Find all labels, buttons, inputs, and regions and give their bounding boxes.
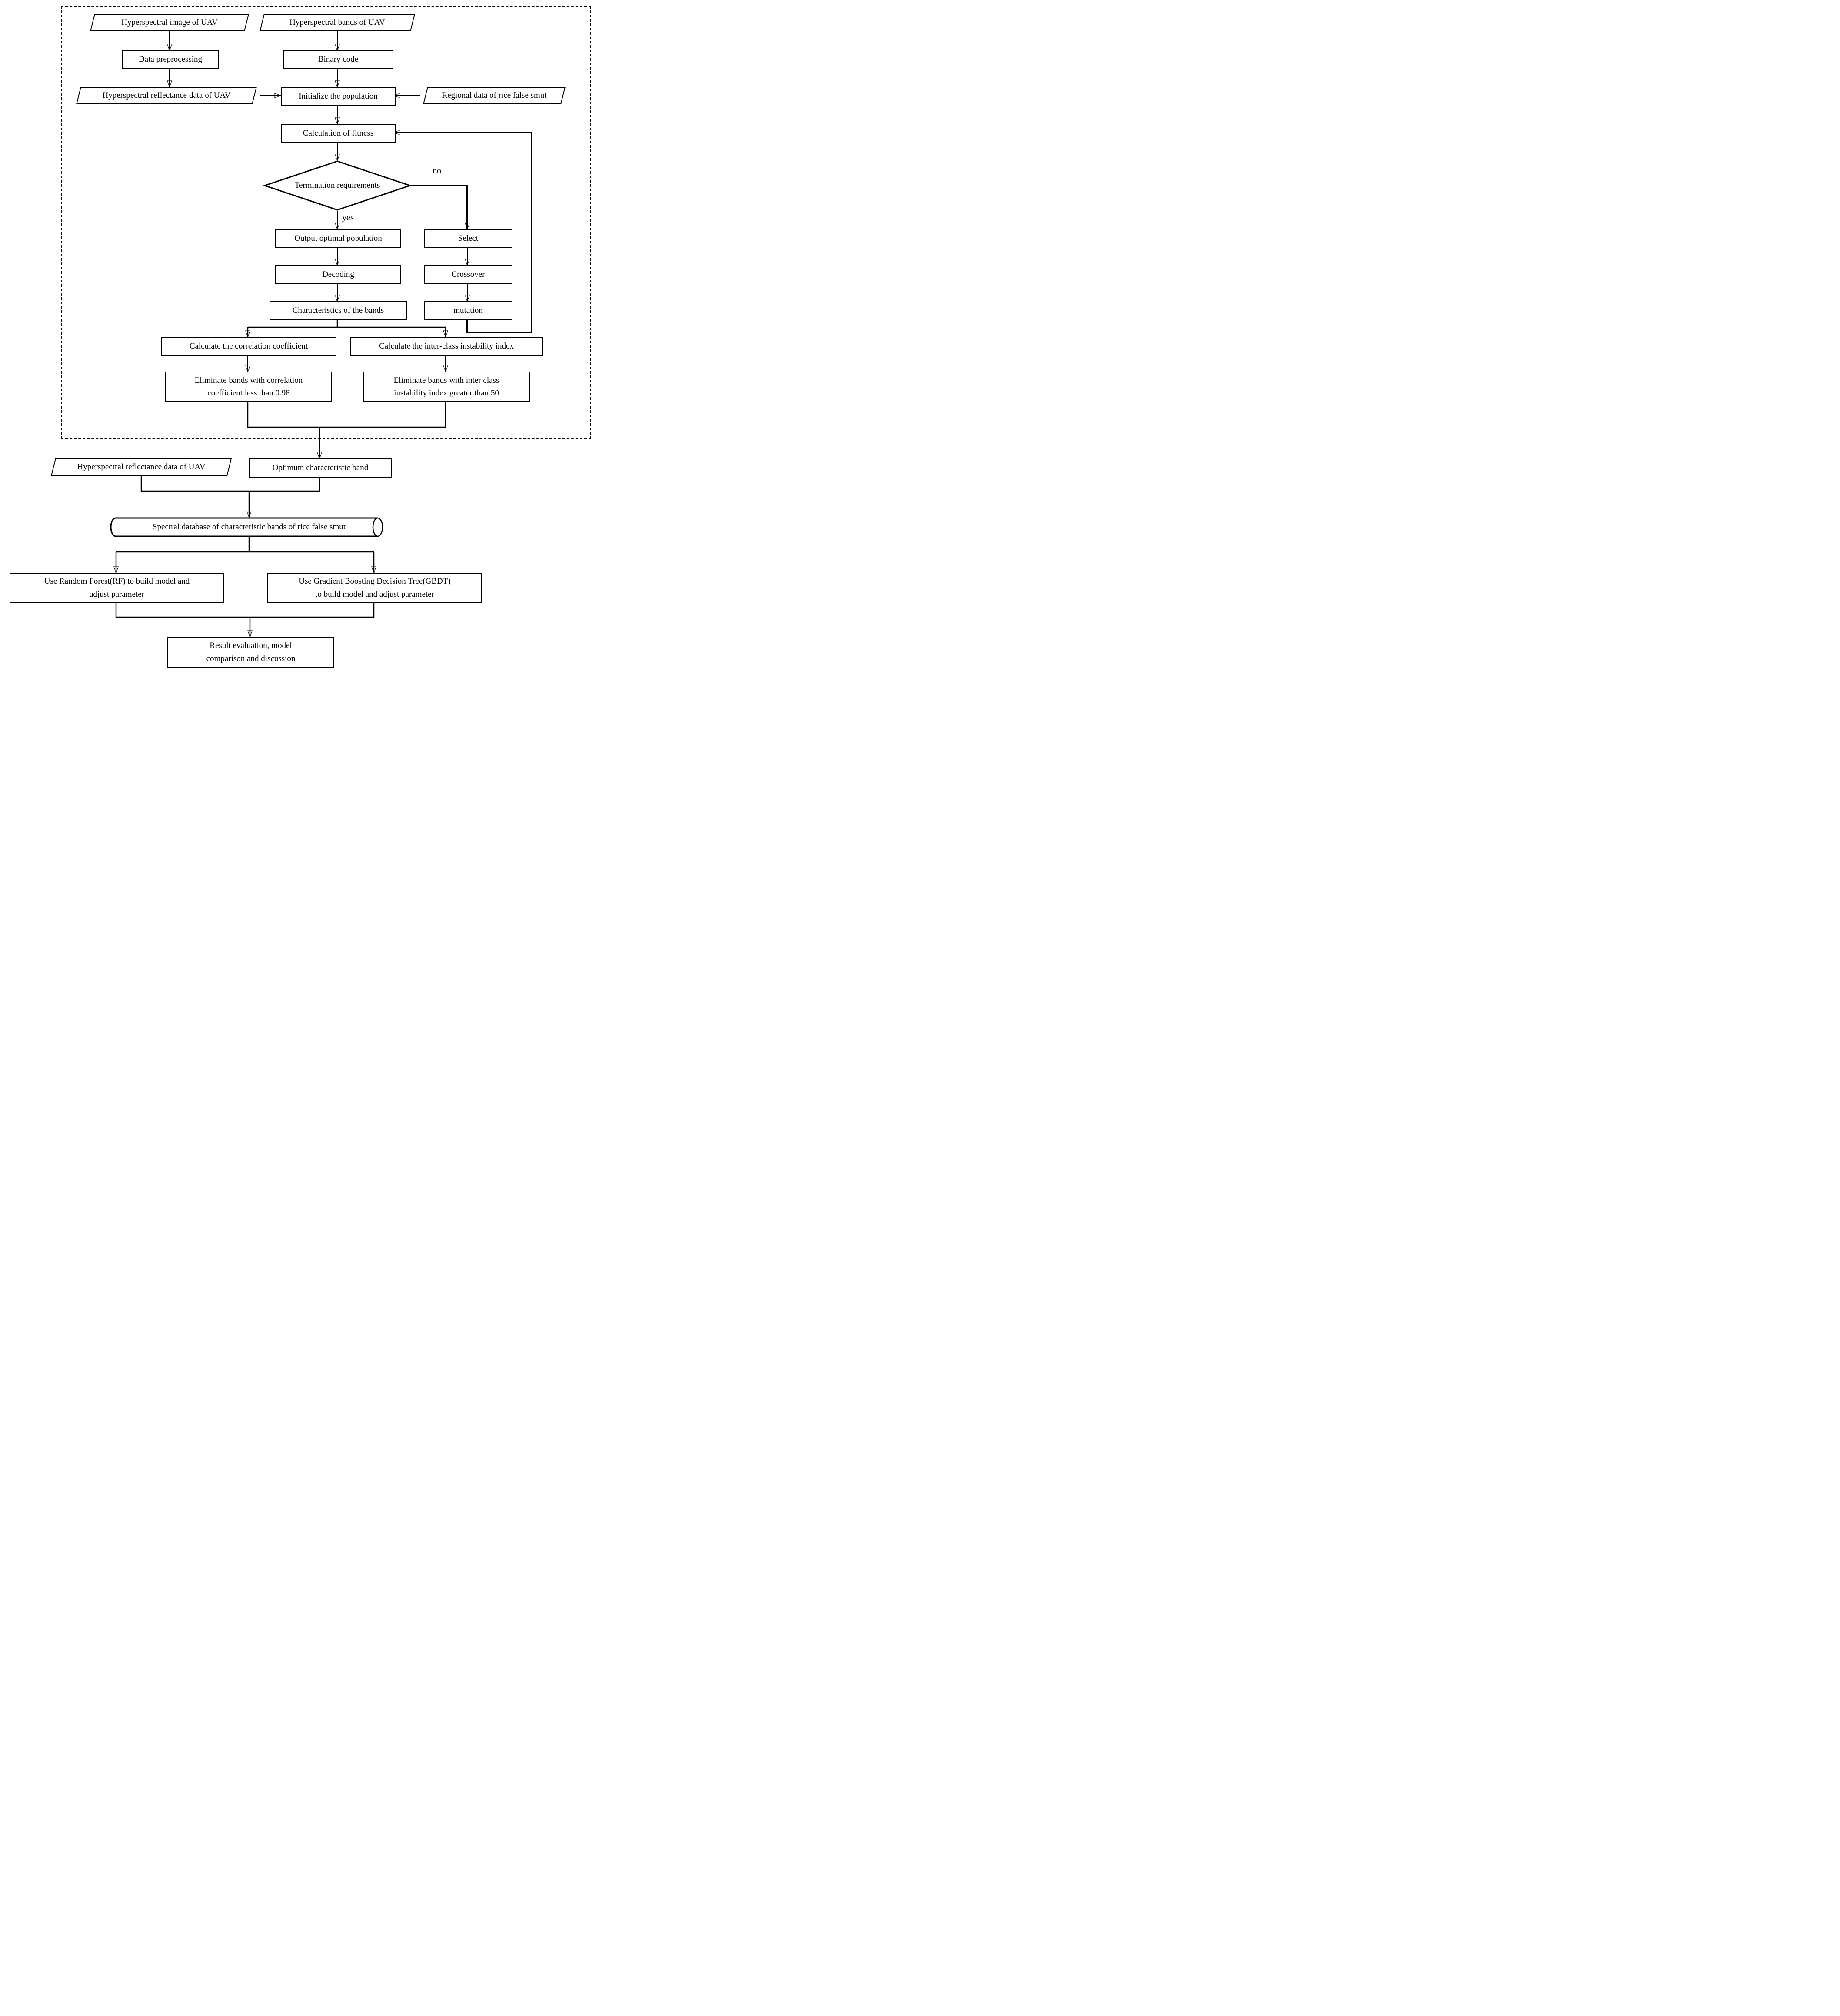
node-eliminate-correlation: Eliminate bands with correlation coeffic…	[165, 372, 332, 402]
edge-model-merge-bracket	[115, 601, 375, 618]
node-optimum-characteristic-band: Optimum characteristic band	[249, 458, 392, 478]
edge-label-yes: yes	[342, 213, 354, 223]
edge-label-no: no	[433, 166, 441, 176]
edge-mutation-feedback-to-fitness	[394, 133, 532, 333]
edge-reflectance2-optimum-merge	[140, 476, 320, 492]
node-hyperspectral-bands: Hyperspectral bands of UAV	[256, 14, 418, 31]
ga-boundary-frame	[61, 6, 591, 439]
cylinder-shape	[110, 517, 383, 537]
node-reflectance-data-bottom: Hyperspectral reflectance data of UAV	[48, 458, 235, 476]
node-eliminate-instability: Eliminate bands with inter class instabi…	[363, 372, 530, 402]
edge-eliminate-merge-bracket	[247, 400, 446, 428]
node-decoding: Decoding	[275, 265, 401, 284]
node-regional-data: Regional data of rice false smut	[420, 87, 569, 104]
node-result-evaluation: Result evaluation, model comparison and …	[167, 637, 334, 668]
node-characteristics-of-bands: Characteristics of the bands	[270, 301, 407, 320]
node-crossover: Crossover	[424, 265, 512, 284]
node-termination-requirements: Termination requirements	[263, 160, 411, 211]
node-calc-interclass-instability: Calculate the inter-class instability in…	[350, 337, 543, 356]
node-initialize-population: Initialize the population	[281, 87, 396, 106]
edge-no-to-select	[411, 185, 467, 229]
node-select: Select	[424, 229, 512, 248]
node-output-optimal-population: Output optimal population	[275, 229, 401, 248]
node-reflectance-data-top: Hyperspectral reflectance data of UAV	[73, 87, 260, 104]
flowchart-canvas: Hyperspectral image of UAV Hyperspectral…	[0, 0, 613, 672]
node-random-forest-model: Use Random Forest(RF) to build model and…	[10, 573, 224, 603]
node-calc-correlation-coefficient: Calculate the correlation coefficient	[161, 337, 336, 356]
diamond-shape	[263, 160, 411, 211]
connectors	[0, 31, 532, 672]
node-calculation-of-fitness: Calculation of fitness	[281, 124, 396, 143]
node-hyperspectral-image: Hyperspectral image of UAV	[87, 14, 252, 31]
node-gbdt-model: Use Gradient Boosting Decision Tree(GBDT…	[267, 573, 482, 603]
node-spectral-database: Spectral database of characteristic band…	[110, 517, 388, 537]
node-data-preprocessing: Data preprocessing	[122, 50, 219, 69]
node-mutation: mutation	[424, 301, 512, 320]
node-binary-code: Binary code	[283, 50, 393, 69]
